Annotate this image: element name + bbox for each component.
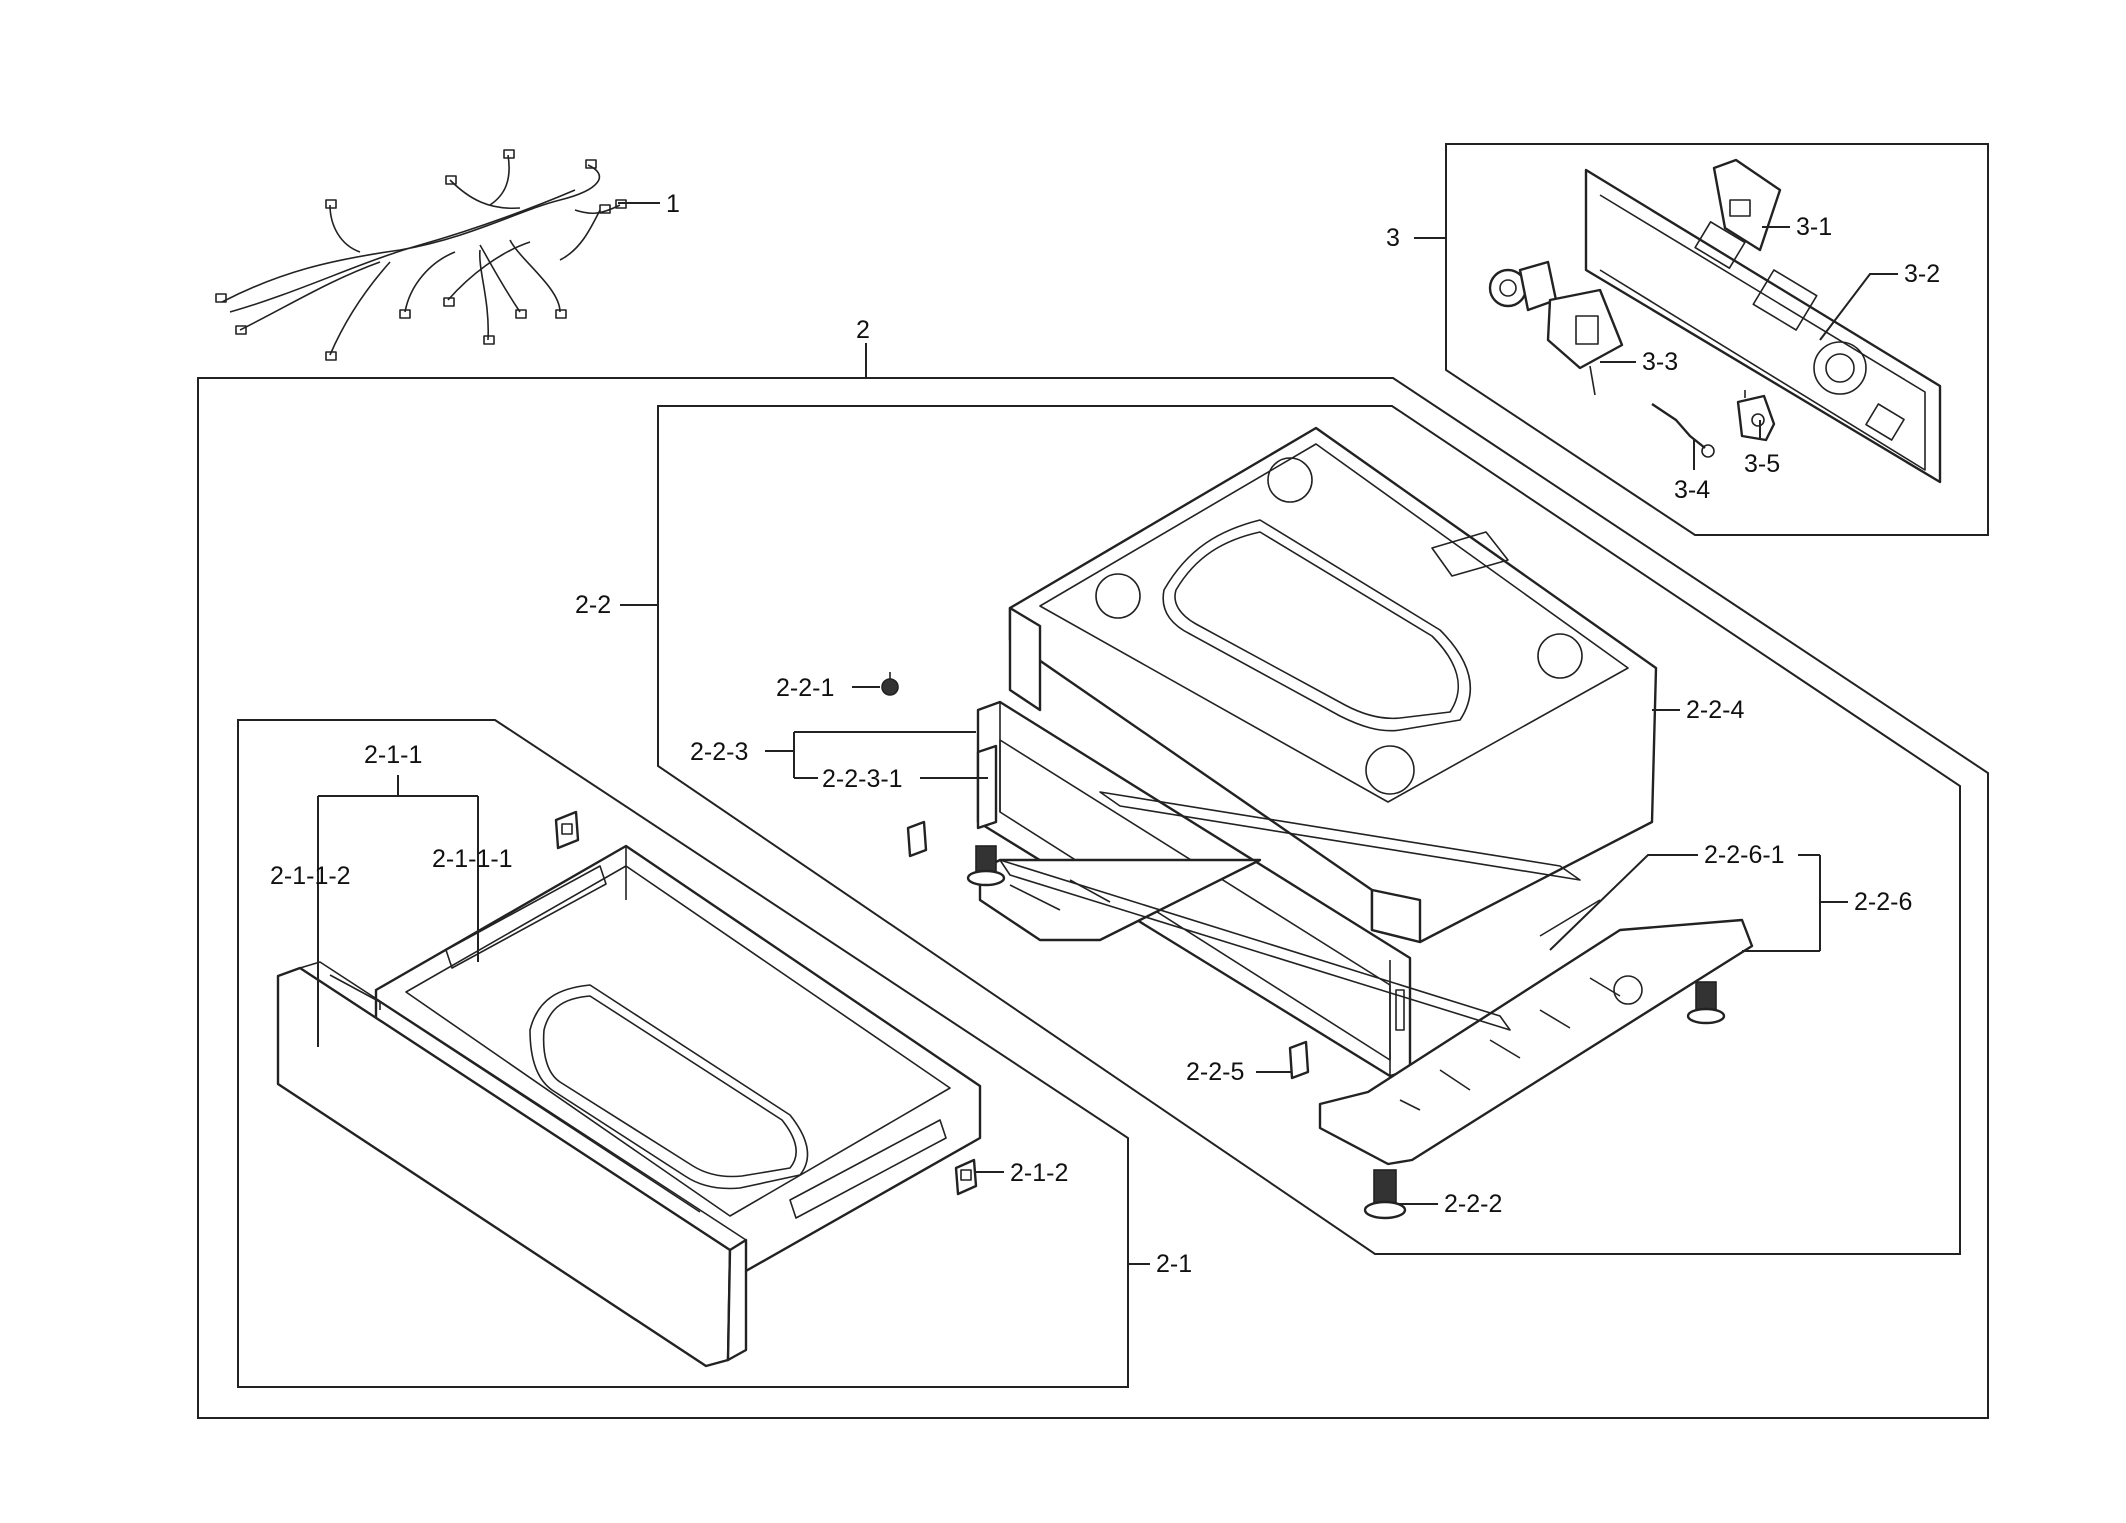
callout-2-2-6-1: 2-2-6-1 (1704, 841, 1785, 869)
front-frame-bracket-part[interactable] (976, 744, 998, 830)
drawer-front-panel-part[interactable] (276, 961, 748, 1368)
base-frame-part[interactable] (978, 858, 1754, 1166)
group-2-2-frame (657, 405, 1961, 1255)
top-cover-part[interactable] (1008, 426, 1658, 944)
callout-3-3: 3-3 (1642, 348, 1678, 376)
callout-2-1-1-1: 2-1-1-1 (432, 845, 513, 873)
callout-2-2-1: 2-2-1 (776, 674, 834, 702)
callout-3-1: 3-1 (1796, 213, 1832, 241)
leveling-foot-part[interactable] (966, 845, 1006, 887)
water-valve-part[interactable] (1546, 288, 1624, 396)
callout-2-2-5: 2-2-5 (1186, 1058, 1244, 1086)
callout-2-2: 2-2 (575, 591, 611, 619)
callout-3-2: 3-2 (1904, 260, 1940, 288)
leader-2-2-6-1 (1549, 854, 1698, 951)
drawer-clip-part[interactable] (954, 1158, 978, 1196)
group-2-frame (197, 377, 1989, 1419)
callout-2-2-2: 2-2-2 (1444, 1190, 1502, 1218)
group-2-1-frame (237, 719, 1129, 1388)
leader-2-2-3 (765, 731, 976, 779)
callout-2-2-3: 2-2-3 (690, 738, 748, 766)
base-rail-part[interactable] (999, 791, 1601, 1031)
callout-2-1-1-2: 2-1-1-2 (270, 862, 351, 890)
leader-2-1-1 (317, 775, 479, 1047)
screw-part[interactable] (881, 672, 899, 696)
clip-part[interactable] (906, 820, 928, 858)
leader-3-2 (1819, 273, 1898, 341)
leveling-foot-part[interactable] (1363, 1169, 1407, 1220)
drawer-clip-part[interactable] (554, 810, 580, 850)
clip-part[interactable] (1288, 1040, 1310, 1080)
valve-fitting-part[interactable] (1736, 390, 1776, 442)
group-3-frame (1445, 143, 1989, 536)
leveling-foot-part[interactable] (1686, 981, 1726, 1025)
sensor-wire-part[interactable] (1651, 403, 1715, 458)
callout-1: 1 (666, 190, 680, 218)
callout-3-5: 3-5 (1744, 450, 1780, 478)
callout-3-4: 3-4 (1674, 476, 1710, 504)
callout-2-1-2: 2-1-2 (1010, 1159, 1068, 1187)
callout-2-2-6: 2-2-6 (1854, 888, 1912, 916)
callout-2-2-3-1: 2-2-3-1 (822, 765, 903, 793)
pressure-sensor-part[interactable] (1488, 260, 1558, 312)
callout-2-2-4: 2-2-4 (1686, 696, 1744, 724)
callout-3: 3 (1386, 224, 1400, 252)
control-bracket-part[interactable] (1712, 158, 1782, 252)
callout-2-1-1: 2-1-1 (364, 741, 422, 769)
callout-2-1: 2-1 (1156, 1250, 1192, 1278)
wire-harness-part[interactable] (215, 149, 627, 361)
leader-2-2-6 (1742, 854, 1848, 952)
callout-2: 2 (856, 316, 870, 344)
control-panel-assembly[interactable] (1584, 168, 1942, 484)
